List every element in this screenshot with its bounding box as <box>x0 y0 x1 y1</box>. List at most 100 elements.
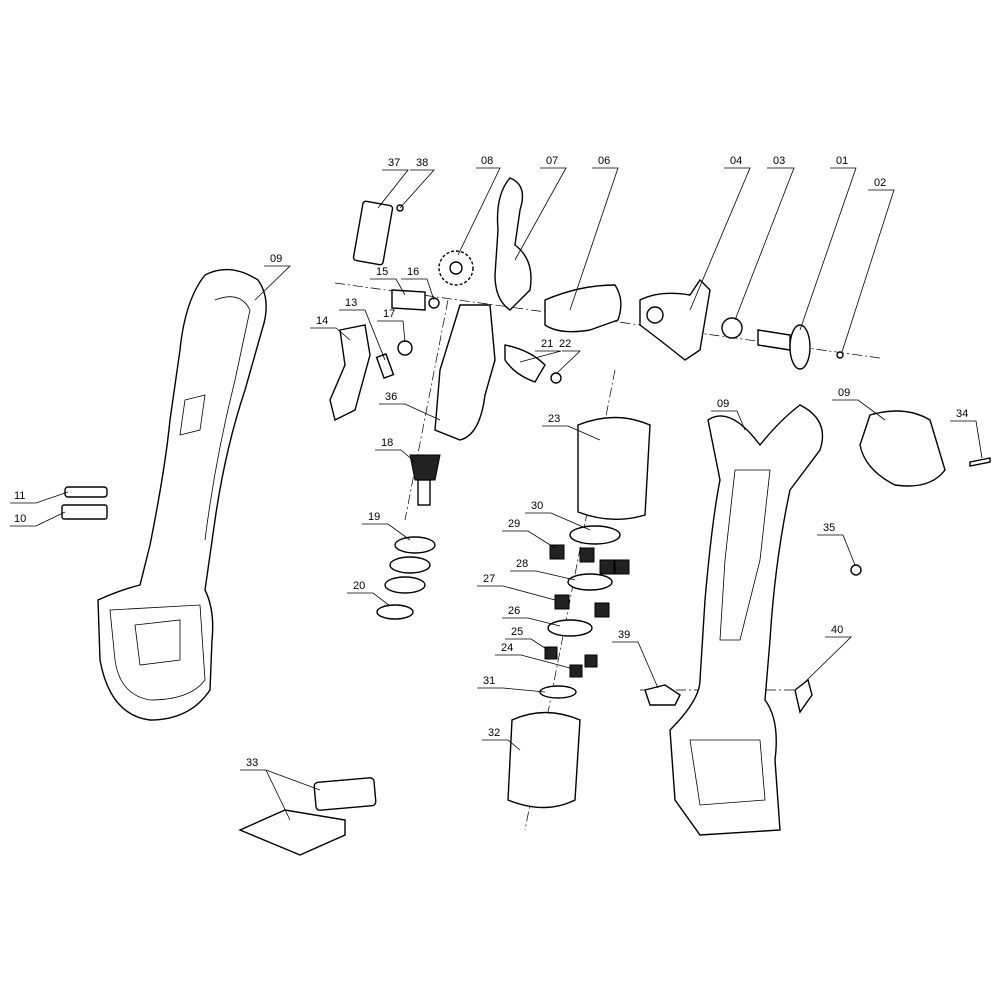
callout-19: 19 <box>362 511 411 541</box>
part-label: 02 <box>874 177 886 189</box>
part-label: 19 <box>368 511 380 523</box>
washer-part <box>721 317 743 339</box>
callout-23: 23 <box>542 413 601 441</box>
callout-08: 08 <box>457 155 501 256</box>
callout-20: 20 <box>347 580 391 607</box>
part-label: 28 <box>516 558 528 570</box>
right-housing-part <box>669 404 824 836</box>
gear-axis <box>404 299 449 521</box>
callout-11: 11 <box>10 490 69 504</box>
callout-01: 01 <box>799 155 857 331</box>
part-label: 10 <box>14 513 26 525</box>
callout-09-right: 09 <box>711 398 746 431</box>
callout-32: 32 <box>482 727 521 751</box>
screw2-part <box>550 372 562 384</box>
callout-40: 40 <box>804 624 852 683</box>
part-label: 01 <box>836 155 848 167</box>
callout-15: 15 <box>370 266 406 296</box>
part-label: 16 <box>407 266 419 278</box>
switch-part <box>313 777 377 811</box>
part-label: 35 <box>823 522 835 534</box>
part-label: 34 <box>956 408 968 420</box>
blade-part <box>494 177 532 311</box>
part-label: 40 <box>831 624 843 636</box>
part-label: 09 <box>838 387 850 399</box>
bearing-part <box>394 536 436 554</box>
part-label: 04 <box>730 155 742 167</box>
callout-35: 35 <box>817 522 856 566</box>
callout-37: 37 <box>377 157 409 209</box>
part-label: 25 <box>511 626 523 638</box>
pinion-part <box>409 454 441 481</box>
part-label: 06 <box>598 155 610 167</box>
part-label: 26 <box>508 605 520 617</box>
part-label: 18 <box>381 437 393 449</box>
part-labels: 37 38 08 07 06 04 03 01 02 09 15 16 13 1… <box>10 155 983 821</box>
part-label: 09 <box>270 253 282 265</box>
part-label: 21 <box>541 338 553 350</box>
callout-18: 18 <box>375 437 416 463</box>
part-label: 11 <box>14 490 25 502</box>
circuit-board-part <box>238 809 346 856</box>
callout-09-left: 09 <box>254 253 291 301</box>
callout-26: 26 <box>502 605 561 627</box>
callout-16: 16 <box>401 266 435 301</box>
callout-33: 33 <box>240 757 321 821</box>
side-cover-part <box>859 410 946 487</box>
trigger-part <box>329 324 371 422</box>
callout-24: 24 <box>495 642 571 669</box>
part-label: 32 <box>488 727 500 739</box>
callout-10: 10 <box>10 511 66 527</box>
part-label: 29 <box>508 518 520 530</box>
spring-part <box>391 289 426 311</box>
part-label: 22 <box>559 338 571 350</box>
part-label: 27 <box>483 573 495 585</box>
part-label: 36 <box>385 391 397 403</box>
ring-gear-part <box>577 416 651 521</box>
callout-25: 25 <box>505 626 549 651</box>
planetary-gears-part <box>539 525 630 699</box>
part-label: 37 <box>388 157 400 169</box>
clip-part <box>504 344 546 383</box>
callout-02: 02 <box>841 177 895 353</box>
bolt-part <box>757 329 791 351</box>
part-label: 24 <box>501 642 513 654</box>
callout-34: 34 <box>950 408 983 459</box>
pin2-part <box>375 353 395 379</box>
part-label: 15 <box>376 266 388 278</box>
cap-part <box>397 340 413 356</box>
callout-03: 03 <box>734 155 795 321</box>
part-label: 39 <box>618 629 630 641</box>
motor-part <box>507 711 581 809</box>
callout-38: 38 <box>399 157 435 209</box>
part-label: 23 <box>548 413 560 425</box>
ring-part <box>376 604 414 620</box>
part-label: 30 <box>531 500 543 512</box>
part-label: 20 <box>353 580 365 592</box>
part-label: 33 <box>246 757 258 769</box>
bevel-gear-part <box>639 278 711 361</box>
screw4-part <box>850 564 862 576</box>
callout-09-cover: 09 <box>832 387 886 421</box>
lock-part <box>644 684 681 706</box>
callout-39: 39 <box>612 629 659 689</box>
callout-31: 31 <box>477 675 546 693</box>
callout-13: 13 <box>339 297 386 361</box>
callout-07: 07 <box>514 155 567 261</box>
callout-28: 28 <box>510 558 576 581</box>
lower-blade-part <box>544 284 622 333</box>
part-label: 31 <box>483 675 495 687</box>
callout-36: 36 <box>379 391 441 421</box>
label-plate-part <box>64 486 108 498</box>
part-label: 14 <box>316 315 328 327</box>
part-label: 17 <box>383 308 395 320</box>
connector-part <box>352 200 394 266</box>
gear-head-part <box>434 304 496 441</box>
part-label: 09 <box>717 398 729 410</box>
callout-06: 06 <box>569 155 619 311</box>
part-label: 07 <box>546 155 558 167</box>
part-label: 08 <box>481 155 493 167</box>
callout-17: 17 <box>377 308 406 343</box>
callout-30: 30 <box>525 500 591 531</box>
